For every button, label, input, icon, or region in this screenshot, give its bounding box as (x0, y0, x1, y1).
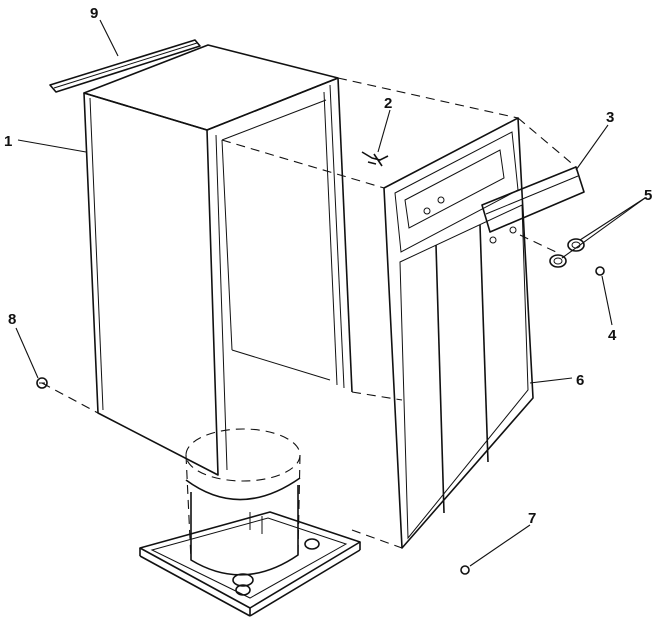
control-knobs (549, 238, 585, 268)
callout-3: 3 (606, 109, 614, 126)
assembly-lines (41, 77, 577, 549)
callout-2: 2 (384, 95, 392, 112)
control-plate (481, 166, 585, 233)
leader-lines (15, 19, 646, 567)
callout-5: 5 (644, 187, 652, 204)
callout-6: 6 (576, 372, 584, 389)
callout-1: 1 (4, 133, 12, 150)
compressor (185, 428, 320, 596)
top-trim-strip (49, 39, 201, 93)
base-pan (139, 511, 361, 617)
callout-8: 8 (8, 311, 16, 328)
callout-4: 4 (608, 327, 617, 344)
front-grille-panel (383, 117, 534, 549)
bottom-screw (460, 565, 470, 575)
screw (595, 266, 605, 276)
callout-7: 7 (528, 510, 536, 527)
mounting-clip (361, 151, 389, 167)
cabinet-shell (83, 44, 353, 476)
callout-9: 9 (90, 5, 98, 22)
